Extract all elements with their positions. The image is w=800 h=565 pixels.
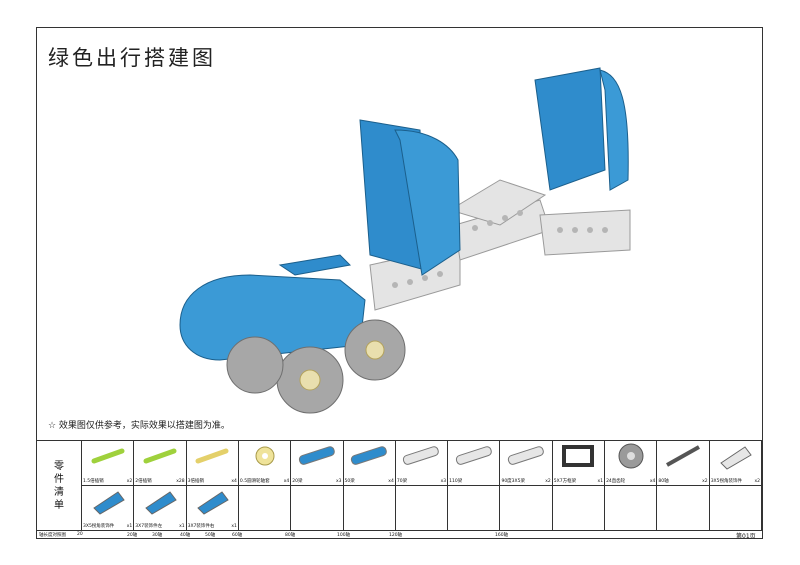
empty-part-cell <box>657 485 710 530</box>
part-cell: 3X5拐角装饰件 x1 <box>82 485 135 530</box>
blue-panel-left-icon <box>134 486 185 519</box>
part-cell: 1.5倍插销 x2 <box>82 440 135 485</box>
part-cell: 3X7装饰件左 x1 <box>134 485 187 530</box>
empty-part-cell <box>343 485 396 530</box>
part-name: 3X5拐角装饰件 <box>83 524 115 529</box>
part-cell: 3X5拐角装饰件 x2 <box>709 440 762 485</box>
part-name: 2倍插销 <box>135 479 152 484</box>
part-name: 80轴 <box>658 479 669 484</box>
part-name: 3X7装饰件左 <box>135 524 163 529</box>
part-quantity: x2 <box>126 479 133 484</box>
part-cell: 3倍插销 x4 <box>186 440 239 485</box>
part-name: 24直齿轮 <box>606 479 626 484</box>
part-quantity: x2 <box>754 479 760 484</box>
axle-length-mark: 30轴 <box>152 533 163 538</box>
blue-beam-5-icon <box>344 441 395 474</box>
axle-length-mark: 100轴 <box>337 533 351 538</box>
part-name: 3倍插销 <box>187 479 204 484</box>
part-name: 110梁 <box>449 479 463 484</box>
part-quantity: x3 <box>440 479 447 484</box>
axle-length-mark: 20轴 <box>127 533 138 538</box>
green-pin-icon <box>134 441 185 474</box>
white-beam-7-icon <box>396 441 447 474</box>
axle-length-mark: 60轴 <box>232 533 243 538</box>
page-number: 第01页 <box>736 533 756 540</box>
part-quantity: x1 <box>126 524 133 529</box>
axle-length-mark: 20 <box>77 532 83 537</box>
front-cab <box>179 254 366 361</box>
parts-list-label: 零 件 清 单 <box>37 440 82 530</box>
frame-icon <box>553 441 604 474</box>
part-quantity: x1 <box>179 524 185 529</box>
page-title: 绿色出行搭建图 <box>48 46 216 70</box>
part-cell: 2倍插销 x28 <box>134 440 187 485</box>
part-quantity: x4 <box>231 479 237 484</box>
empty-part-cell <box>291 485 344 530</box>
disclaimer-note: ☆ 效果图仅供参考，实际效果以搭建图为准。 <box>48 421 230 431</box>
part-cell: 24直齿轮 x4 <box>605 440 658 485</box>
blue-panel-right-icon <box>187 486 238 519</box>
empty-part-cell <box>552 485 606 530</box>
empty-part-cell <box>395 485 449 530</box>
part-quantity: x1 <box>231 524 237 529</box>
part-quantity: x1 <box>597 479 604 484</box>
part-quantity: x3 <box>335 479 342 484</box>
white-beam-11-icon <box>448 441 499 474</box>
part-cell: 110梁 <box>448 440 501 485</box>
bushing-icon <box>239 441 290 474</box>
empty-part-cell <box>605 485 658 530</box>
axle-length-mark: 80轴 <box>285 533 296 538</box>
part-quantity: x2 <box>702 479 708 484</box>
axle-icon <box>657 441 708 474</box>
part-quantity: x4 <box>388 479 394 484</box>
part-name: 3X5拐角装饰件 <box>710 479 742 484</box>
part-cell: 5X7方框梁 x1 <box>552 440 606 485</box>
part-cell: 50梁 x4 <box>343 440 396 485</box>
model-illustration <box>179 67 631 414</box>
empty-part-cell <box>709 485 762 530</box>
part-cell: 0.5圆滑轮轴套 x4 <box>238 440 292 485</box>
part-quantity: x4 <box>283 479 290 484</box>
part-name: 0.5圆滑轮轴套 <box>239 479 270 484</box>
part-cell: 80轴 x2 <box>657 440 710 485</box>
part-quantity: x28 <box>176 479 185 484</box>
blue-beam-2-icon <box>291 441 342 474</box>
axle-ruler-label: 轴长度对照图 <box>39 533 66 538</box>
part-name: 1.5倍插销 <box>83 479 104 484</box>
part-name: 90度3X5梁 <box>501 479 525 484</box>
empty-part-cell <box>448 485 501 530</box>
part-name: 20梁 <box>292 479 303 484</box>
part-cell: 70梁 x3 <box>395 440 449 485</box>
empty-part-cell <box>500 485 553 530</box>
rear-blue-wings <box>534 67 629 191</box>
axle-length-mark: 50轴 <box>205 533 216 538</box>
blue-panel-icon <box>82 486 133 519</box>
part-name: 70梁 <box>396 479 408 484</box>
part-cell: 3X7装饰件右 x1 <box>186 485 239 530</box>
part-quantity: x2 <box>545 479 551 484</box>
part-quantity: x4 <box>649 479 656 484</box>
white-panel-icon <box>710 441 761 474</box>
middle-blue-wings <box>359 119 461 276</box>
part-name: 50梁 <box>344 479 355 484</box>
empty-part-cell <box>238 485 292 530</box>
part-cell: 20梁 x3 <box>291 440 344 485</box>
axle-length-mark: 40轴 <box>180 533 191 538</box>
angle-beam-icon <box>500 441 551 474</box>
part-name: 3X7装饰件右 <box>187 524 215 529</box>
axle-length-mark: 120轴 <box>389 533 403 538</box>
axle-length-mark: 160轴 <box>495 533 509 538</box>
drawing-frame <box>36 27 763 539</box>
axle-length-ruler: 轴长度对照图 20 20轴 30轴 40轴 50轴 60轴 80轴 100轴 120轴 160轴 <box>37 530 762 540</box>
tan-pin-long-icon <box>187 441 238 474</box>
gear-icon <box>605 441 656 474</box>
green-pin-short-icon <box>82 441 133 474</box>
part-cell: 90度3X5梁 x2 <box>500 440 553 485</box>
part-name: 5X7方框梁 <box>553 479 577 484</box>
